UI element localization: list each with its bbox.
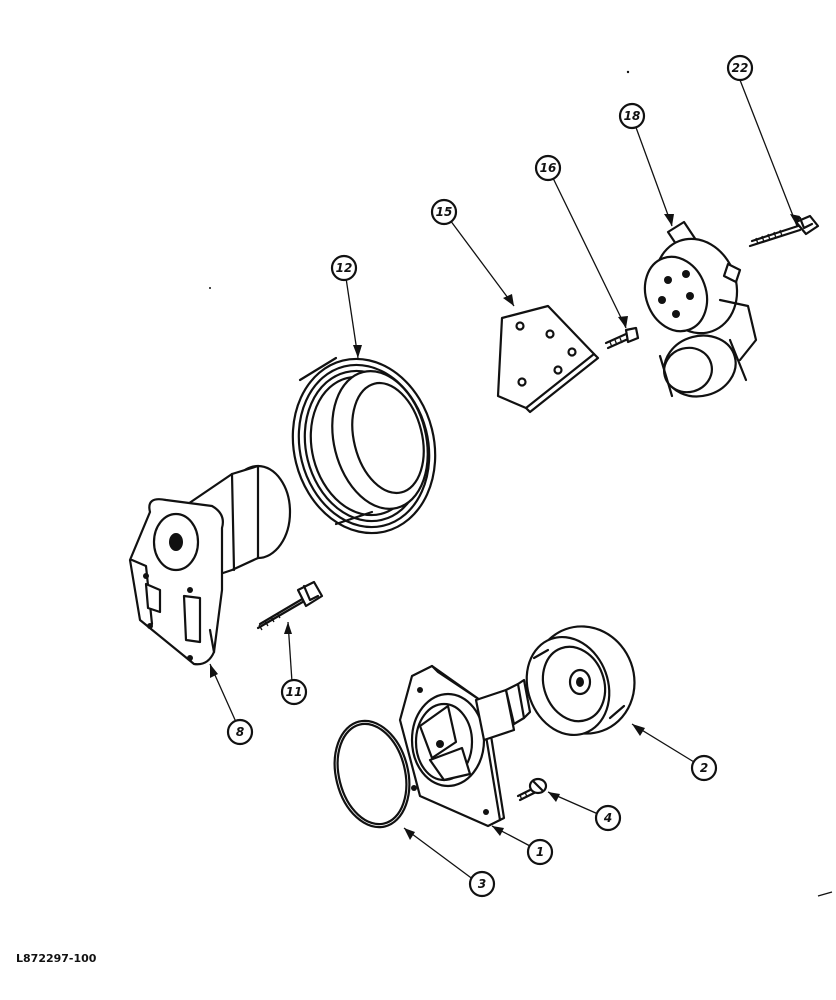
callout-22: 22 <box>726 54 754 82</box>
part-4-screw <box>516 777 548 802</box>
part-22-bolt <box>748 214 820 248</box>
callout-22-label: 22 <box>732 61 749 75</box>
leader-lines <box>209 79 800 881</box>
callout-18: 18 <box>618 102 646 130</box>
callouts: 22 18 16 15 12 11 8 2 <box>226 54 754 898</box>
callout-15: 15 <box>430 198 458 226</box>
callout-4-label: 4 <box>603 811 612 825</box>
callout-1: 1 <box>526 838 554 866</box>
part-15-plate <box>496 304 600 414</box>
part-8-idler-housing <box>128 464 292 666</box>
callout-1-label: 1 <box>536 845 544 859</box>
callout-8-label: 8 <box>236 725 244 739</box>
callout-8: 8 <box>226 718 254 746</box>
part-1-water-pump <box>398 664 532 828</box>
callout-3-label: 3 <box>478 877 486 891</box>
part-18-belt-tensioner <box>643 220 758 398</box>
callout-2: 2 <box>690 754 718 782</box>
callout-11: 11 <box>280 678 308 706</box>
callout-12: 12 <box>330 254 358 282</box>
part-11-bolt <box>256 580 324 631</box>
callout-4: 4 <box>594 804 622 832</box>
callout-16-label: 16 <box>540 161 557 175</box>
callout-15-label: 15 <box>436 205 453 219</box>
part-3-o-ring <box>333 719 411 829</box>
callout-18-label: 18 <box>624 109 641 123</box>
part-16-screw <box>604 326 640 350</box>
part-12-pulley <box>291 356 437 535</box>
callout-12-label: 12 <box>336 261 353 275</box>
callout-16: 16 <box>534 154 562 182</box>
figure-id: L872297-100 <box>16 952 97 965</box>
callout-2-label: 2 <box>700 761 708 775</box>
callout-11-label: 11 <box>286 685 303 699</box>
part-2-idler-pulley <box>525 625 636 737</box>
callout-3: 3 <box>468 870 496 898</box>
scan-marks <box>209 70 833 897</box>
